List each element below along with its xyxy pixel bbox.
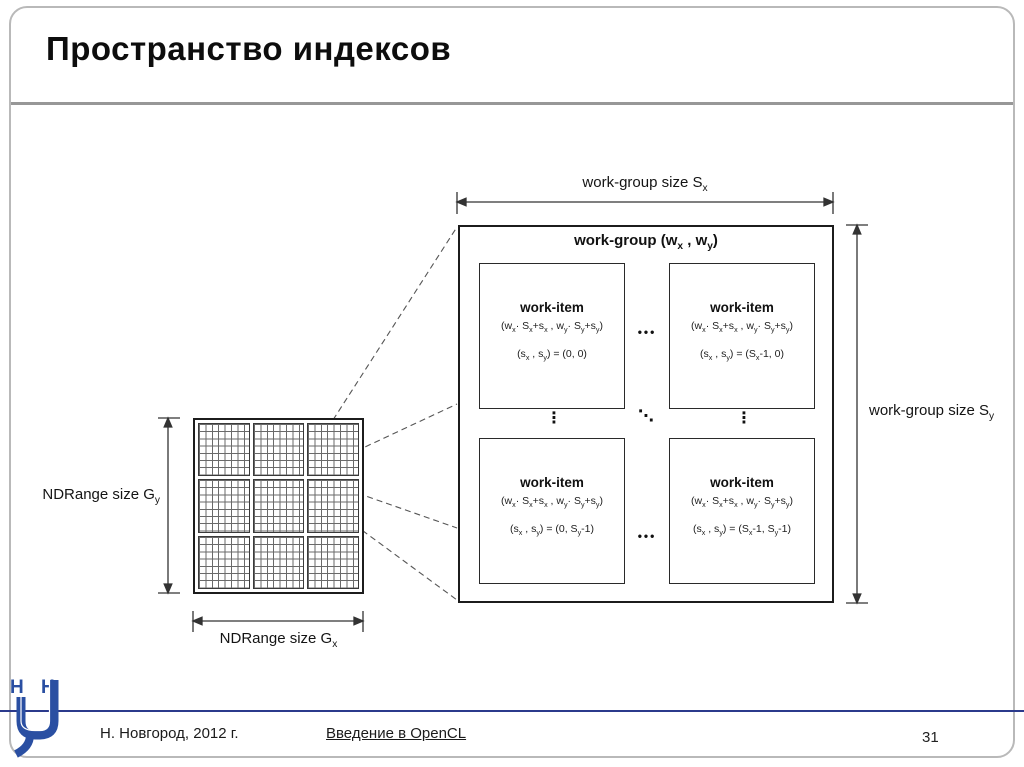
work-item-global-index: (wx· Sx+sx , wy· Sy+sy) <box>501 320 603 335</box>
footer-location: Н. Новгород, 2012 г. <box>100 725 239 742</box>
ndrange-block <box>198 423 250 477</box>
work-item-global-index: (wx· Sx+sx , wy· Sy+sy) <box>501 495 603 510</box>
work-item-box-top-left: work-item (wx· Sx+sx , wy· Sy+sy) (sx , … <box>479 263 625 409</box>
work-item-local-index: (sx , sy) = (0, 0) <box>517 348 587 363</box>
ndrange-block <box>252 423 305 477</box>
title-divider <box>10 102 1014 105</box>
bottom-dimension-arrow <box>191 611 365 632</box>
ndrange-block <box>198 535 250 589</box>
work-group-box: work-group (wx , wy) work-item (wx· Sx+s… <box>458 225 834 603</box>
top-dimension-arrow <box>455 192 835 214</box>
logo-letter: Н <box>10 677 24 698</box>
page-number: 31 <box>922 729 939 746</box>
page-title: Пространство индексов <box>46 30 452 67</box>
logo-u-shape <box>16 680 59 740</box>
work-item-title: work-item <box>520 475 584 490</box>
work-item-local-index: (sx , sy) = (Sx-1, 0) <box>700 348 784 363</box>
ndrange-block <box>307 535 359 589</box>
ndrange-block <box>307 423 359 477</box>
workgroup-size-x-label: work-group size Sx <box>582 174 708 194</box>
right-dimension-arrow <box>846 223 868 605</box>
work-group-label: work-group (wx , wy) <box>574 232 718 252</box>
work-item-box-bottom-right: work-item (wx· Sx+sx , wy· Sy+sy) (sx , … <box>669 438 815 584</box>
logo-tail <box>14 734 34 758</box>
ndrange-grid <box>193 418 364 594</box>
ndrange-block <box>252 535 305 589</box>
work-item-global-index: (wx· Sx+sx , wy· Sy+sy) <box>691 320 793 335</box>
work-item-box-bottom-left: work-item (wx· Sx+sx , wy· Sy+sy) (sx , … <box>479 438 625 584</box>
work-item-local-index: (sx , sy) = (0, Sy-1) <box>510 523 594 538</box>
ellipsis-horizontal-bottom: ••• <box>637 529 657 543</box>
ndrange-block <box>252 479 305 533</box>
logo-u-stripe <box>20 680 51 732</box>
work-item-title: work-item <box>710 300 774 315</box>
work-item-box-top-right: work-item (wx· Sx+sx , wy· Sy+sy) (sx , … <box>669 263 815 409</box>
ndrange-size-x-label: NDRange size Gx <box>219 630 338 650</box>
work-item-title: work-item <box>520 300 584 315</box>
ndrange-size-y-label: NDRange size Gy <box>42 486 160 506</box>
footer-divider <box>0 710 1024 712</box>
work-item-local-index: (sx , sy) = (Sx-1, Sy-1) <box>692 523 791 538</box>
unn-logo: Н Н <box>10 677 59 758</box>
work-item-title: work-item <box>710 475 774 490</box>
footer-course-link: Введение в OpenCL <box>326 725 467 742</box>
ellipsis-vertical-right: ⋮ <box>736 410 752 427</box>
ndrange-block <box>198 479 250 533</box>
ellipsis-diagonal: ⋱ <box>638 408 654 425</box>
left-dimension-arrow <box>158 416 180 595</box>
workgroup-size-y-label: work-group size Sy <box>869 402 995 422</box>
ndrange-block <box>307 479 359 533</box>
ellipsis-vertical-left: ⋮ <box>546 410 562 427</box>
ellipsis-horizontal-top: ••• <box>637 325 657 339</box>
work-item-global-index: (wx· Sx+sx , wy· Sy+sy) <box>691 495 793 510</box>
